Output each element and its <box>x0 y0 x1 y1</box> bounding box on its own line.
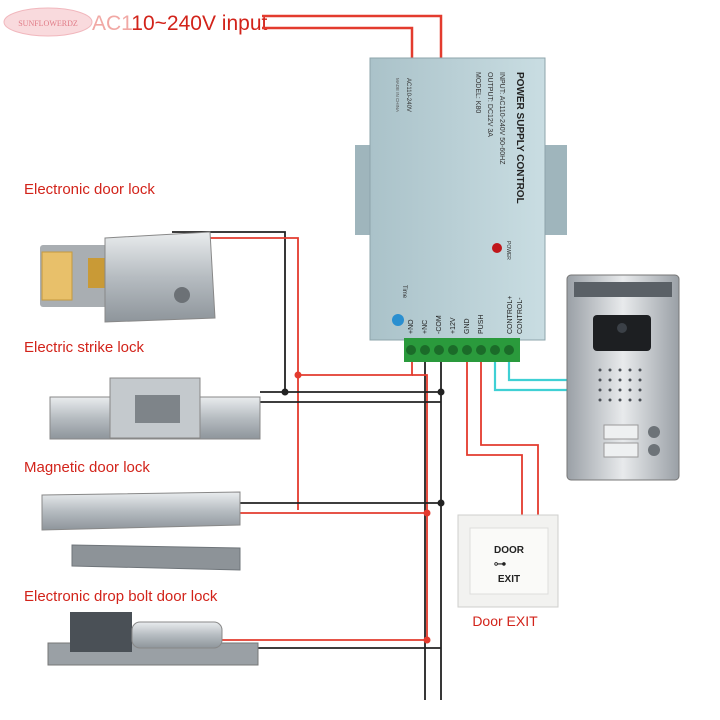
time-knob-icon <box>392 314 404 326</box>
speaker-grille <box>598 368 642 402</box>
power-led-icon <box>492 243 502 253</box>
label-drop-bolt: Electronic drop bolt door lock <box>24 588 218 605</box>
power-led-label: POWER <box>505 241 511 260</box>
svg-text:CONTROL-: CONTROL- <box>517 297 524 334</box>
watermark-text: SUNFLOWERDZ <box>18 19 78 28</box>
exit-line2: EXIT <box>498 574 520 585</box>
label-door-lock: Electronic door lock <box>24 181 155 198</box>
wires <box>172 231 575 700</box>
svg-text:+12V: +12V <box>450 317 457 334</box>
svg-text:-COM: -COM <box>436 315 443 334</box>
magnetic-door-lock-image <box>41 491 241 571</box>
title-text: AC110~240V input <box>92 12 268 35</box>
svg-text:PUSH: PUSH <box>478 315 485 334</box>
svg-text:+NC: +NC <box>422 320 429 334</box>
terminal-labels: +NO +NC -COM +12V GND PUSH CONTROL+ CONT… <box>408 296 524 334</box>
svg-text:GND: GND <box>464 318 471 334</box>
ps-time-label: Time <box>401 285 407 299</box>
black-junction-dots <box>281 388 445 507</box>
ps-made-in: MADE IN CHINA <box>395 78 400 112</box>
exit-line1: DOOR <box>494 545 525 556</box>
watermark: SUNFLOWERDZ <box>3 7 93 37</box>
ps-ac-label: AC110-240V <box>405 78 411 112</box>
svg-text:+NO: +NO <box>408 319 415 334</box>
power-supply-box: POWER POWER SUPPLY CONTROL INPUT: AC110-… <box>355 57 567 362</box>
electronic-door-lock-image <box>40 231 216 323</box>
exit-caption: Door EXIT <box>472 613 538 629</box>
junction-dots <box>294 371 431 644</box>
ps-input: INPUT: AC110-240V 50-60HZ <box>498 72 505 165</box>
label-strike-lock: Electric strike lock <box>24 339 145 356</box>
drop-bolt-lock-image <box>47 612 259 666</box>
key-icon: ⊶ <box>494 556 507 571</box>
label-magnetic-lock: Magnetic door lock <box>24 459 150 476</box>
device-labels: Electronic door lock Electric strike loc… <box>24 181 218 605</box>
ps-heading: POWER SUPPLY CONTROL <box>514 72 525 204</box>
intercom-panel-image <box>566 274 680 481</box>
electric-strike-lock-image <box>49 377 261 440</box>
svg-text:CONTROL+: CONTROL+ <box>507 296 514 334</box>
exit-button-image: DOOR ⊶ EXIT Door EXIT <box>457 514 559 629</box>
terminal-screws <box>406 345 514 355</box>
ac-input-wires <box>262 14 443 58</box>
ps-model: MODEL: K80 <box>474 72 481 113</box>
ps-output: OUTPUT: DC12V 3A <box>486 72 493 137</box>
